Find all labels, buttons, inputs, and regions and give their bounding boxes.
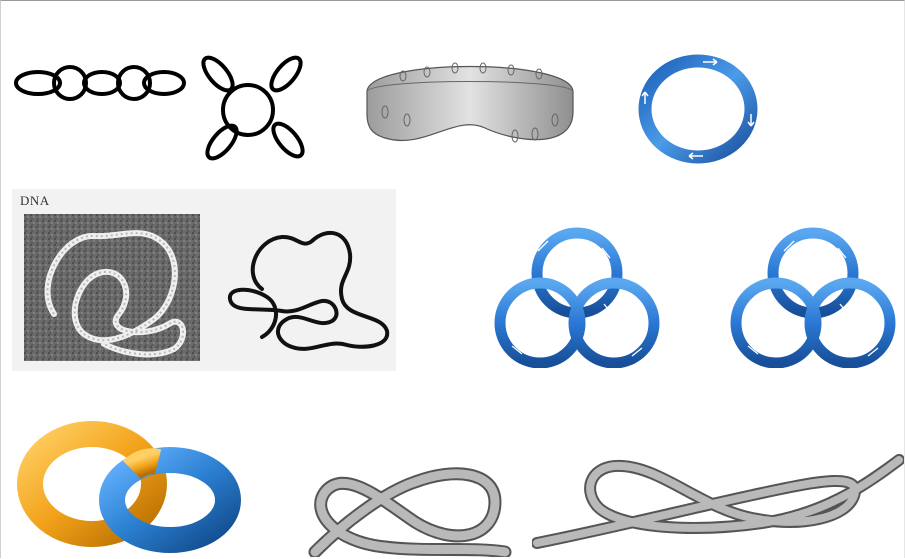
rope-figure-eight-knot <box>532 448 904 553</box>
outer-link-top-right <box>266 53 306 95</box>
trefoil-knot-right <box>718 218 905 368</box>
linked-chain-diagram <box>10 55 190 115</box>
blue-torus <box>112 460 228 540</box>
outer-link-bottom-left <box>202 121 242 163</box>
ring-with-four-links-diagram <box>200 52 310 167</box>
trefoil-knot-left <box>482 218 672 368</box>
linked-tori-image <box>10 412 250 557</box>
oriented-ring-image <box>633 52 763 167</box>
rope-overhand-knot <box>305 452 515 557</box>
dna-micrograph <box>24 214 200 361</box>
blue-ring <box>645 61 751 157</box>
outer-link-top-left <box>200 53 238 95</box>
outer-link-bottom-right <box>268 119 308 161</box>
chain-link-3 <box>84 72 120 94</box>
mobius-strip-image <box>355 50 585 160</box>
dna-tracing-diagram <box>222 219 392 364</box>
dna-label: DNA <box>20 193 50 209</box>
dna-panel: DNA <box>12 189 396 371</box>
mobius-band <box>367 67 573 141</box>
